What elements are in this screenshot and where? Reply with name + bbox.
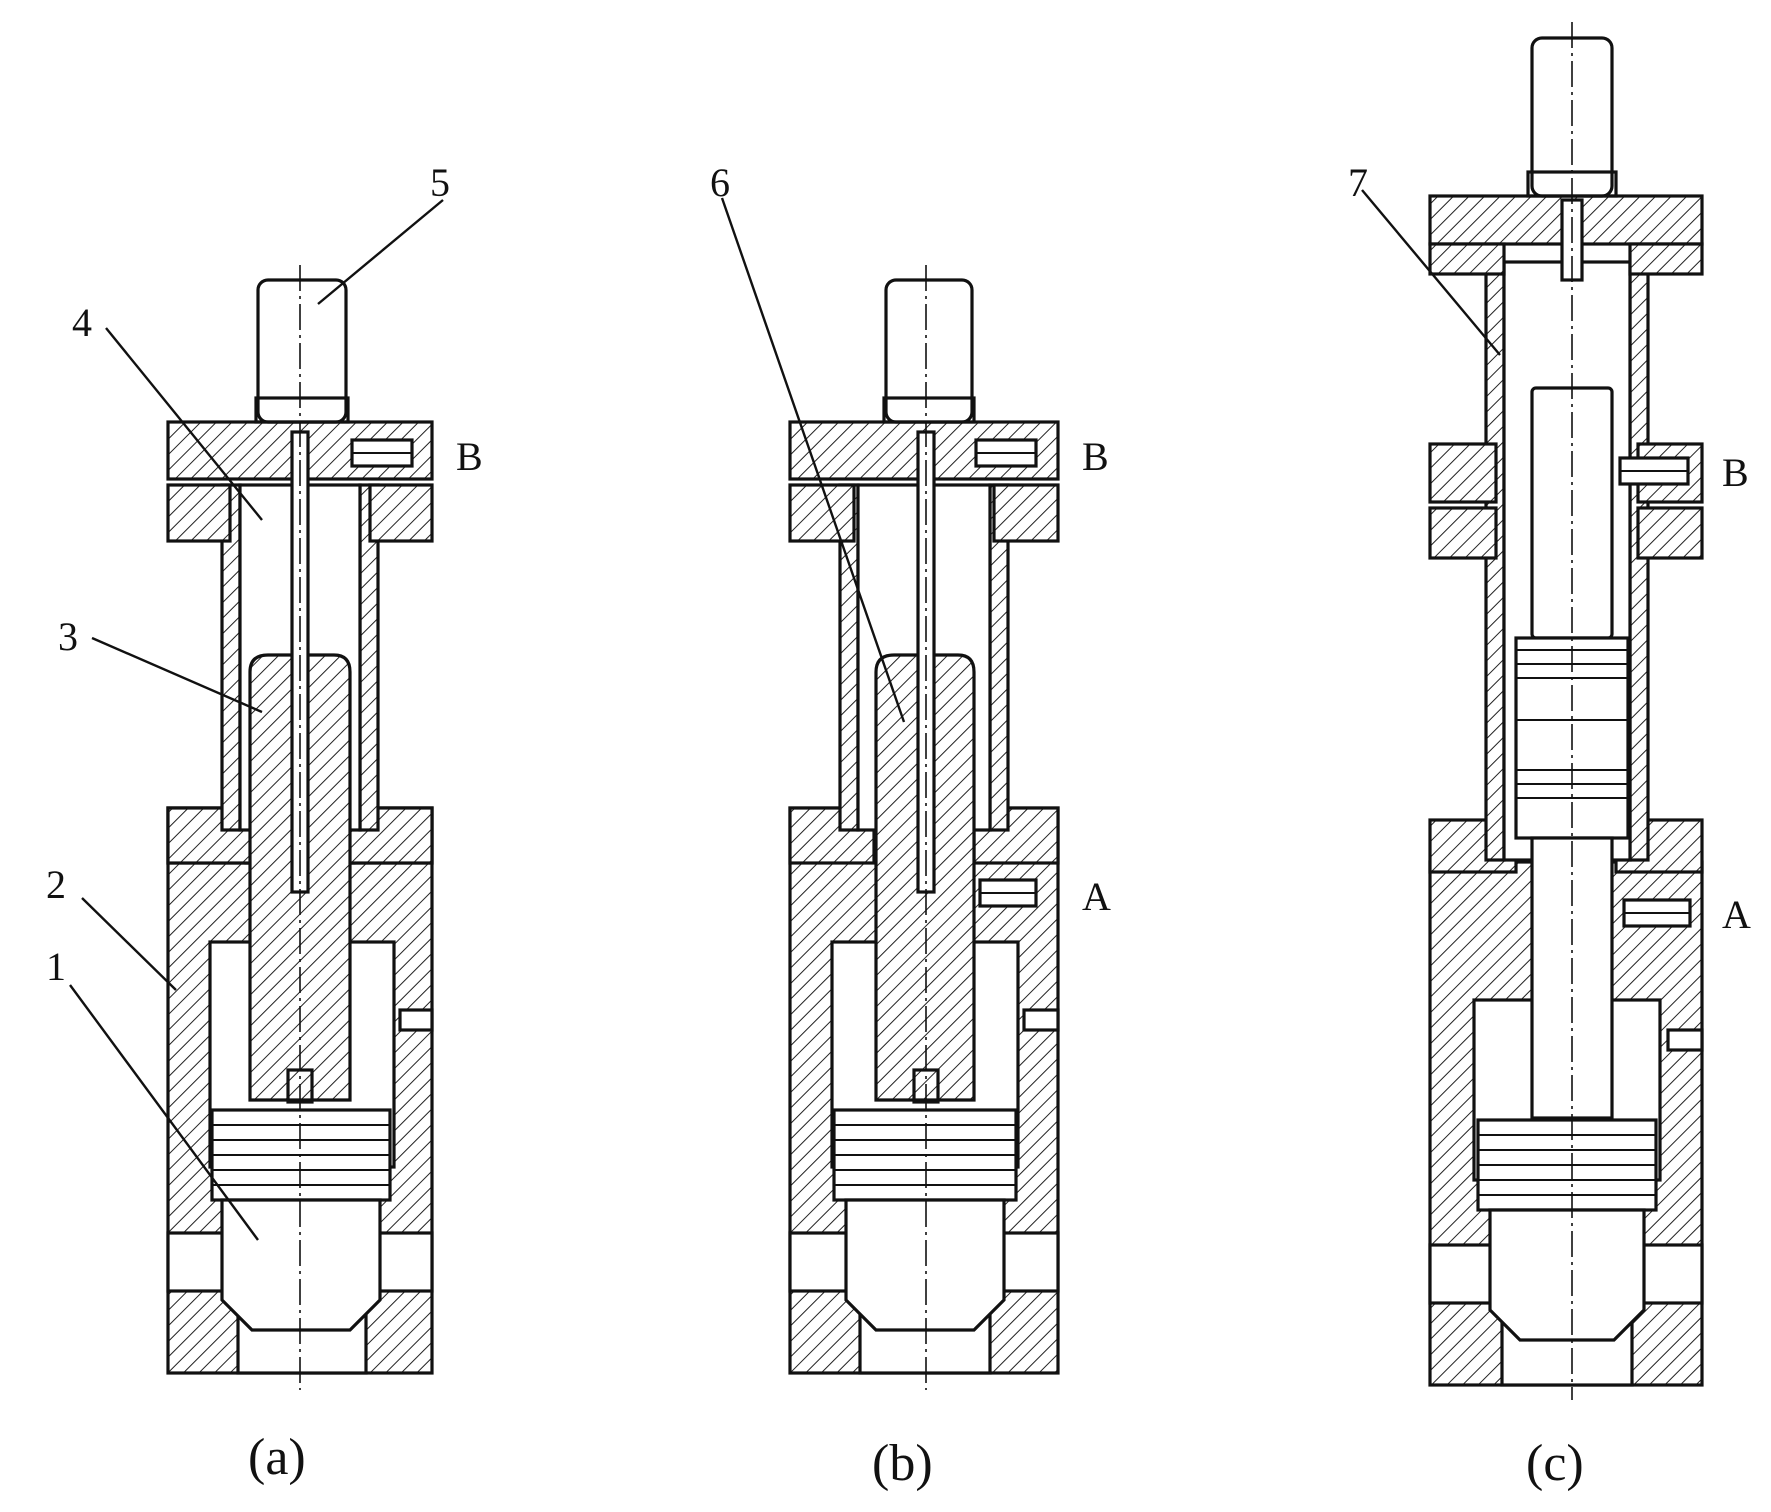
part-label-6: 6 xyxy=(710,160,730,205)
part-label-4: 4 xyxy=(72,300,92,345)
port-label-a-panel-c: A xyxy=(1722,892,1751,937)
port-label-b-panel-b: B xyxy=(1082,434,1109,479)
panel-a-drawing xyxy=(166,265,434,1390)
panel-b-caption: (b) xyxy=(872,1435,933,1492)
panel-a-caption: (a) xyxy=(248,1429,306,1486)
part-label-1: 1 xyxy=(46,944,66,989)
panel-c-drawing xyxy=(1428,22,1704,1400)
leader-lines xyxy=(69,189,1501,1241)
part-label-2: 2 xyxy=(46,862,66,907)
port-label-b-panel-c: B xyxy=(1722,450,1749,495)
panel-c-caption: (c) xyxy=(1526,1435,1584,1492)
port-label-a-panel-b: A xyxy=(1082,874,1111,919)
panel-b-drawing xyxy=(788,265,1060,1390)
port-label-b-panel-a: B xyxy=(456,434,483,479)
part-label-5: 5 xyxy=(430,160,450,205)
part-label-3: 3 xyxy=(58,614,78,659)
part-label-7: 7 xyxy=(1348,160,1368,205)
